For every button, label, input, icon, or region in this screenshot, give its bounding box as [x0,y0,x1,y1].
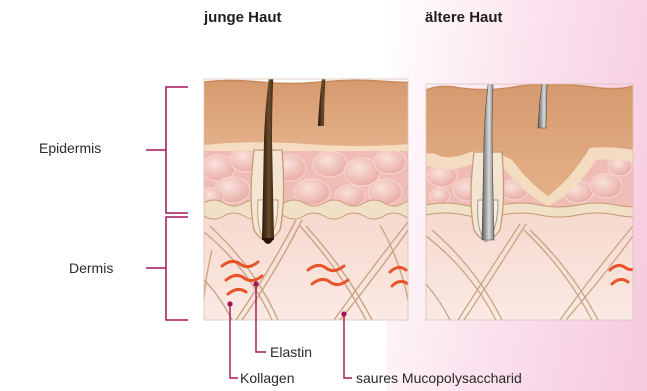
label-dermis: Dermis [69,260,113,276]
dermis-bracket [146,217,188,320]
title-older-skin: ältere Haut [425,9,503,26]
old-skin-panel [426,40,647,320]
label-collagen: Kollagen [240,370,295,386]
label-epidermis: Epidermis [39,140,101,156]
title-young-skin: junge Haut [204,9,282,26]
label-mucopolysaccharide: saures Mucopolysaccharid [356,370,522,386]
label-elastin: Elastin [270,344,312,360]
epidermis-bracket [146,87,188,213]
young-surface-layer [204,80,410,146]
young-skin-panel [200,40,424,320]
old-dermis [426,200,633,320]
